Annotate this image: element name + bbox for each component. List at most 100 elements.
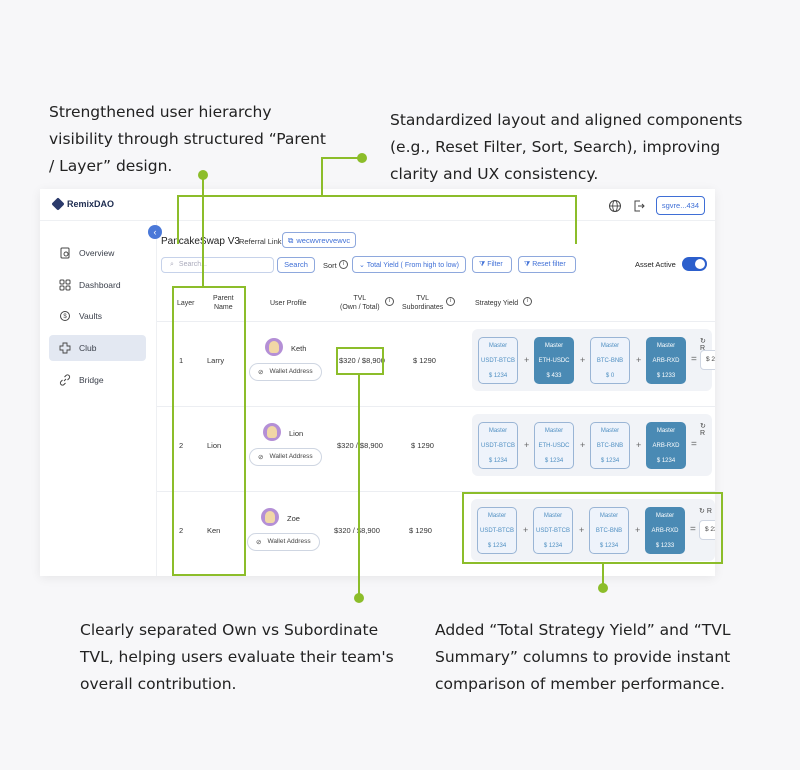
eye-off-icon: ⊘ [256, 539, 262, 546]
top-bar: RemixDAO sgvre...434 [40, 189, 715, 221]
table-row[interactable]: 1 Larry Keth ⊘ Wallet Address $320 / $8,… [157, 321, 715, 399]
filter-button[interactable]: ⧩ Filter [472, 256, 512, 273]
table-row[interactable]: 2 Ken Zoe ⊘ Wallet Address $320 / $8,900… [157, 491, 715, 569]
vaults-icon: $ [60, 311, 70, 321]
sort-select[interactable]: ⌄ Total Yield ( From high to low) [352, 256, 466, 273]
referral-label: Referral Link [239, 237, 282, 246]
wallet-address-button[interactable]: ⊘ Wallet Address [249, 448, 322, 466]
annotation-layout: Standardized layout and aligned componen… [390, 111, 743, 183]
plus-icon: + [524, 355, 530, 365]
equals-icon: = [690, 524, 696, 535]
wallet-address-button[interactable]: ⊘ Wallet Address [247, 533, 320, 551]
reload-button[interactable]: ↻ R [700, 338, 706, 352]
wallet-address-button[interactable]: ⊘ Wallet Address [249, 363, 322, 381]
page-title: PancakeSwap V3 [161, 236, 240, 247]
logo-mark-icon [51, 197, 65, 211]
logout-icon[interactable] [632, 199, 646, 213]
col-user-profile: User Profile [270, 300, 307, 307]
sidebar-item-vaults[interactable]: $ Vaults [49, 303, 146, 329]
tvl-sub-info-icon[interactable]: i [446, 297, 455, 306]
reset-filter-icon: ⧩ [524, 261, 531, 268]
sidebar-item-bridge[interactable]: Bridge [49, 367, 146, 393]
plus-icon: + [580, 440, 586, 450]
equals-icon: = [691, 354, 697, 365]
globe-icon[interactable] [608, 199, 622, 213]
club-icon [59, 342, 71, 354]
reload-button[interactable]: ↻ R [700, 423, 706, 437]
logo[interactable]: RemixDAO [51, 197, 115, 211]
plus-icon: + [636, 355, 642, 365]
copy-icon: ⧉ [288, 236, 294, 245]
asset-active-toggle[interactable] [682, 257, 707, 271]
connector-line [602, 564, 604, 588]
reload-button[interactable]: ↻ R [699, 508, 712, 515]
total-yield-box: $ 23 [699, 520, 715, 540]
reset-filter-button[interactable]: ⧩ Reset filter [518, 256, 576, 273]
referral-link-pill[interactable]: ⧉ wecwvrevvewvc [282, 232, 357, 248]
col-parent-name: Parent Name [213, 295, 234, 311]
wallet-user-button[interactable]: sgvre...434 [655, 196, 705, 215]
sort-label: Sort [323, 261, 337, 270]
highlight-layer-parent [172, 286, 246, 576]
row-user: Zoe [287, 514, 300, 523]
search-button[interactable]: Search [277, 257, 315, 273]
sidebar-collapse-button[interactable]: ‹ [148, 225, 162, 239]
bridge-icon [59, 374, 71, 386]
avatar[interactable] [265, 338, 283, 356]
row-layer: 1 [179, 356, 184, 365]
yield-info-icon[interactable]: i [523, 297, 532, 306]
row-user: Keth [291, 344, 307, 353]
equals-icon: = [691, 439, 697, 450]
avatar[interactable] [261, 508, 279, 526]
sidebar-item-club[interactable]: Club [49, 335, 146, 361]
search-input[interactable]: ⌕ Search... [161, 257, 274, 273]
sort-info-icon[interactable]: i [339, 260, 348, 269]
row-tvl-sub: $ 1290 [413, 356, 436, 365]
total-yield-box: $ 23 [700, 350, 715, 370]
plus-icon: + [579, 525, 585, 535]
eye-off-icon: ⊘ [258, 454, 264, 461]
sidebar-item-overview[interactable]: Overview [49, 240, 146, 266]
avatar[interactable] [263, 423, 281, 441]
highlight-tvl [336, 347, 384, 375]
connector-dot [598, 583, 608, 593]
connector-line [575, 195, 577, 244]
row-tvl-sub: $ 1290 [409, 526, 432, 535]
row-user: Lion [289, 429, 304, 438]
plus-icon: + [635, 525, 641, 535]
reload-icon: ↻ [699, 508, 705, 515]
table-header: Layer Parent Name User Profile TVL (Own … [157, 281, 715, 321]
overview-icon [60, 247, 70, 259]
connector-line [358, 375, 360, 597]
connector-line [177, 195, 577, 197]
chevron-down-icon: ⌄ [359, 262, 365, 269]
tvl-info-icon[interactable]: i [385, 297, 394, 306]
chevron-left-icon: ‹ [153, 227, 157, 237]
plus-icon: + [523, 525, 529, 535]
logo-text: RemixDAO [67, 199, 115, 209]
reload-icon: ↻ [700, 423, 706, 430]
main-content: PancakeSwap V3 Referral Link ⧉ wecwvrevv… [157, 221, 715, 576]
row-tvl: $320 / $8,900 [339, 356, 385, 365]
row-layer: 2 [179, 526, 184, 535]
connector-line [177, 195, 179, 244]
eye-off-icon: ⊘ [258, 369, 264, 376]
table-row[interactable]: 2 Lion Lion ⊘ Wallet Address $320 / $8,9… [157, 406, 715, 484]
sidebar-item-dashboard[interactable]: Dashboard [49, 272, 146, 298]
connector-dot [354, 593, 364, 603]
